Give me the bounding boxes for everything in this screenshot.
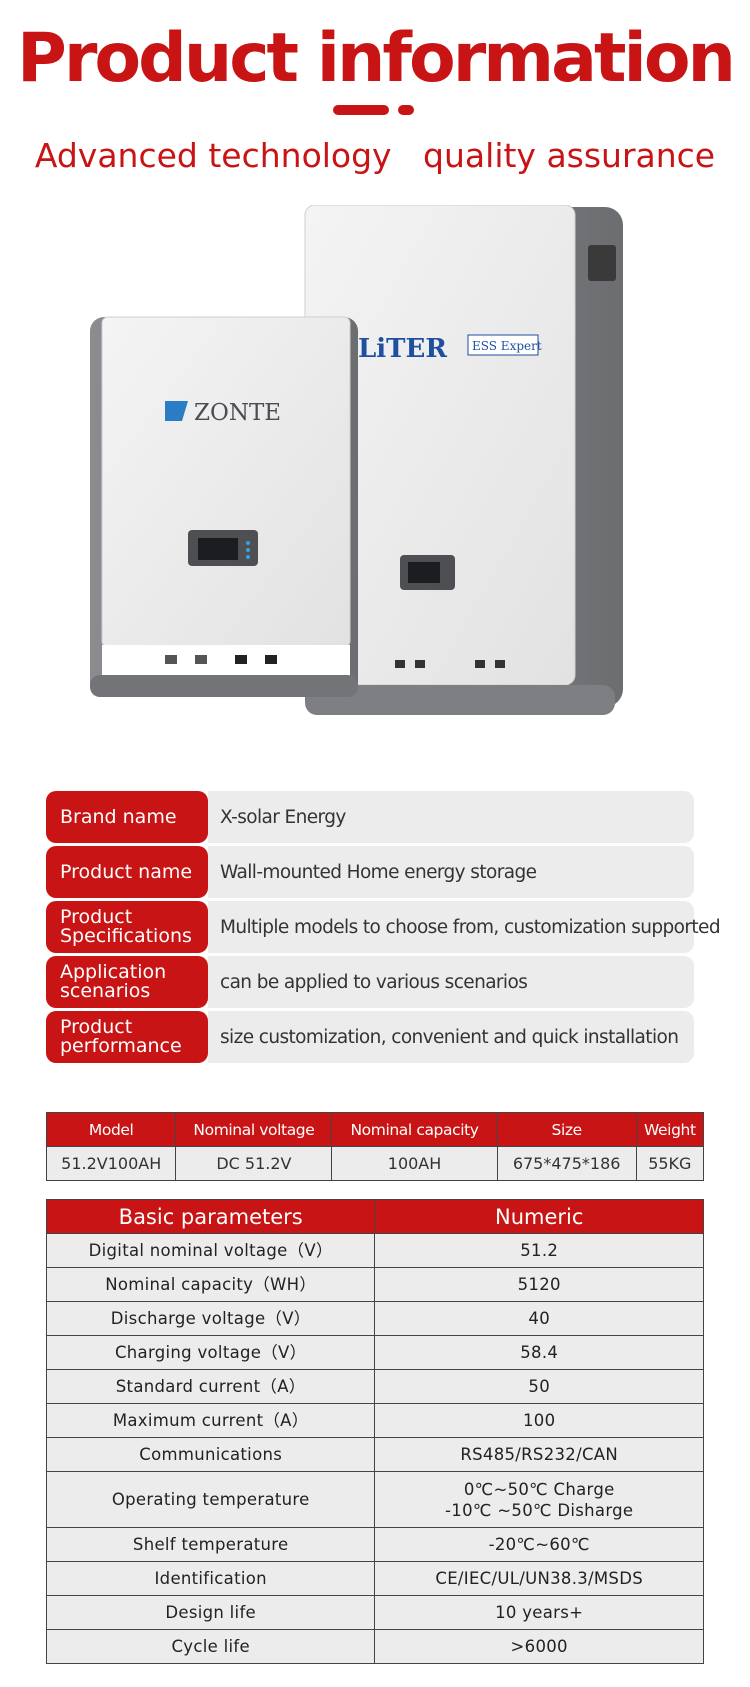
param-value-cell: RS485/RS232/CAN [374, 1437, 704, 1472]
param-value-cell: 10 years+ [374, 1595, 704, 1630]
info-label-line: Product [60, 906, 133, 928]
info-label-text: Brand name [60, 805, 177, 828]
info-value: Multiple models to choose from, customiz… [208, 901, 721, 953]
param-name-cell: Communications [45, 1437, 376, 1472]
table-row: Nominal capacity（WH）5120 [45, 1267, 704, 1302]
table-header-cell: Numeric [374, 1199, 704, 1234]
param-name-cell: Discharge voltage（V） [45, 1301, 376, 1336]
param-value-line: -10℃ ~50℃ Disharge [445, 1500, 634, 1520]
page-title: Product information [17, 19, 736, 98]
param-name-cell: Design life [45, 1595, 376, 1630]
param-name-cell: Standard current（A） [45, 1369, 376, 1404]
param-name-cell: Shelf temperature [45, 1527, 376, 1562]
model-table: Model Nominal voltage Nominal capacity S… [45, 1112, 705, 1181]
info-value: Wall-mounted Home energy storage [208, 846, 694, 898]
table-row: Shelf temperature-20℃~60℃ [45, 1527, 704, 1562]
basic-parameters-table: Basic parameters Numeric Digital nominal… [45, 1199, 704, 1664]
right-unit-brand: LiTER [358, 334, 447, 364]
param-value-cell: 5120 [374, 1267, 704, 1302]
info-label-text: Product name [60, 860, 193, 883]
page-subtitle: Advanced technology quality assurance [34, 136, 716, 175]
table-cell: 55KG [635, 1146, 705, 1181]
info-label-line: scenarios [60, 980, 151, 1002]
info-value: X-solar Energy [208, 791, 694, 843]
table-cell: 100AH [331, 1146, 498, 1181]
param-name-cell: Charging voltage（V） [45, 1335, 376, 1370]
info-label-line: Application [60, 961, 167, 983]
param-value-line: 0℃~50℃ Charge [463, 1479, 615, 1499]
table-row: Charging voltage（V）58.4 [45, 1335, 704, 1370]
title-underline-short [398, 105, 414, 115]
param-table-header-row: Basic parameters Numeric [45, 1199, 704, 1234]
table-row: Maximum current（A）100 [45, 1403, 704, 1438]
info-label: Product name [46, 846, 208, 898]
product-image: LiTER ESS Expert ZONTE [90, 205, 623, 715]
param-name-cell: Maximum current（A） [45, 1403, 376, 1438]
info-row-product-name: Product name Wall-mounted Home energy st… [46, 846, 694, 898]
info-value-text: Wall-mounted Home energy storage [220, 861, 537, 883]
info-label-line: performance [60, 1035, 182, 1057]
param-value-cell: CE/IEC/UL/UN38.3/MSDS [374, 1561, 704, 1596]
param-value-cell: 58.4 [374, 1335, 704, 1370]
info-value-text: Multiple models to choose from, customiz… [220, 916, 721, 938]
table-row: Standard current（A）50 [45, 1369, 704, 1404]
table-header-cell: Size [496, 1112, 637, 1147]
table-row: Discharge voltage（V）40 [45, 1301, 704, 1336]
param-value-cell: -20℃~60℃ [374, 1527, 704, 1562]
table-cell: DC 51.2V [175, 1146, 333, 1181]
param-value-cell: >6000 [374, 1629, 704, 1664]
param-value-cell: 0℃~50℃ Charge-10℃ ~50℃ Disharge [374, 1471, 704, 1528]
table-header-cell: Basic parameters [45, 1199, 376, 1234]
param-value-cell: 51.2 [374, 1233, 704, 1268]
param-name-cell: Cycle life [45, 1629, 376, 1664]
model-table-header-row: Model Nominal voltage Nominal capacity S… [45, 1112, 705, 1147]
info-value-text: X-solar Energy [220, 806, 346, 828]
left-battery-unit: ZONTE [90, 316, 358, 697]
info-label: Brand name [46, 791, 208, 843]
param-value-cell: 40 [374, 1301, 704, 1336]
table-cell: 675*475*186 [496, 1146, 637, 1181]
param-name-cell: Digital nominal voltage（V） [45, 1233, 376, 1268]
table-row: Cycle life>6000 [45, 1629, 704, 1664]
title-underline-long [333, 105, 389, 115]
info-label-line: Specifications [60, 925, 192, 947]
info-value-text: size customization, convenient and quick… [220, 1026, 679, 1048]
table-header-cell: Weight [635, 1112, 705, 1147]
param-name-cell: Nominal capacity（WH） [45, 1267, 376, 1302]
left-unit-brand: ZONTE [194, 400, 281, 426]
table-row: 51.2V100AH DC 51.2V 100AH 675*475*186 55… [45, 1146, 705, 1181]
param-name-cell: Operating temperature [45, 1471, 376, 1528]
table-header-cell: Nominal voltage [175, 1112, 333, 1147]
table-header-cell: Model [45, 1112, 177, 1147]
param-value-cell: 100 [374, 1403, 704, 1438]
info-label-line: Product [60, 1016, 133, 1038]
info-row-brand-name: Brand name X-solar Energy [46, 791, 694, 843]
param-name-cell: Identification [45, 1561, 376, 1596]
info-value: size customization, convenient and quick… [208, 1011, 694, 1063]
table-row: Digital nominal voltage（V）51.2 [45, 1233, 704, 1268]
param-value-cell: 50 [374, 1369, 704, 1404]
info-value: can be applied to various scenarios [208, 956, 694, 1008]
right-unit-tag: ESS Expert [472, 339, 542, 353]
info-value-text: can be applied to various scenarios [220, 971, 528, 993]
right-battery-unit: LiTER ESS Expert [304, 205, 623, 715]
table-header-cell: Nominal capacity [331, 1112, 498, 1147]
table-cell: 51.2V100AH [45, 1146, 177, 1181]
